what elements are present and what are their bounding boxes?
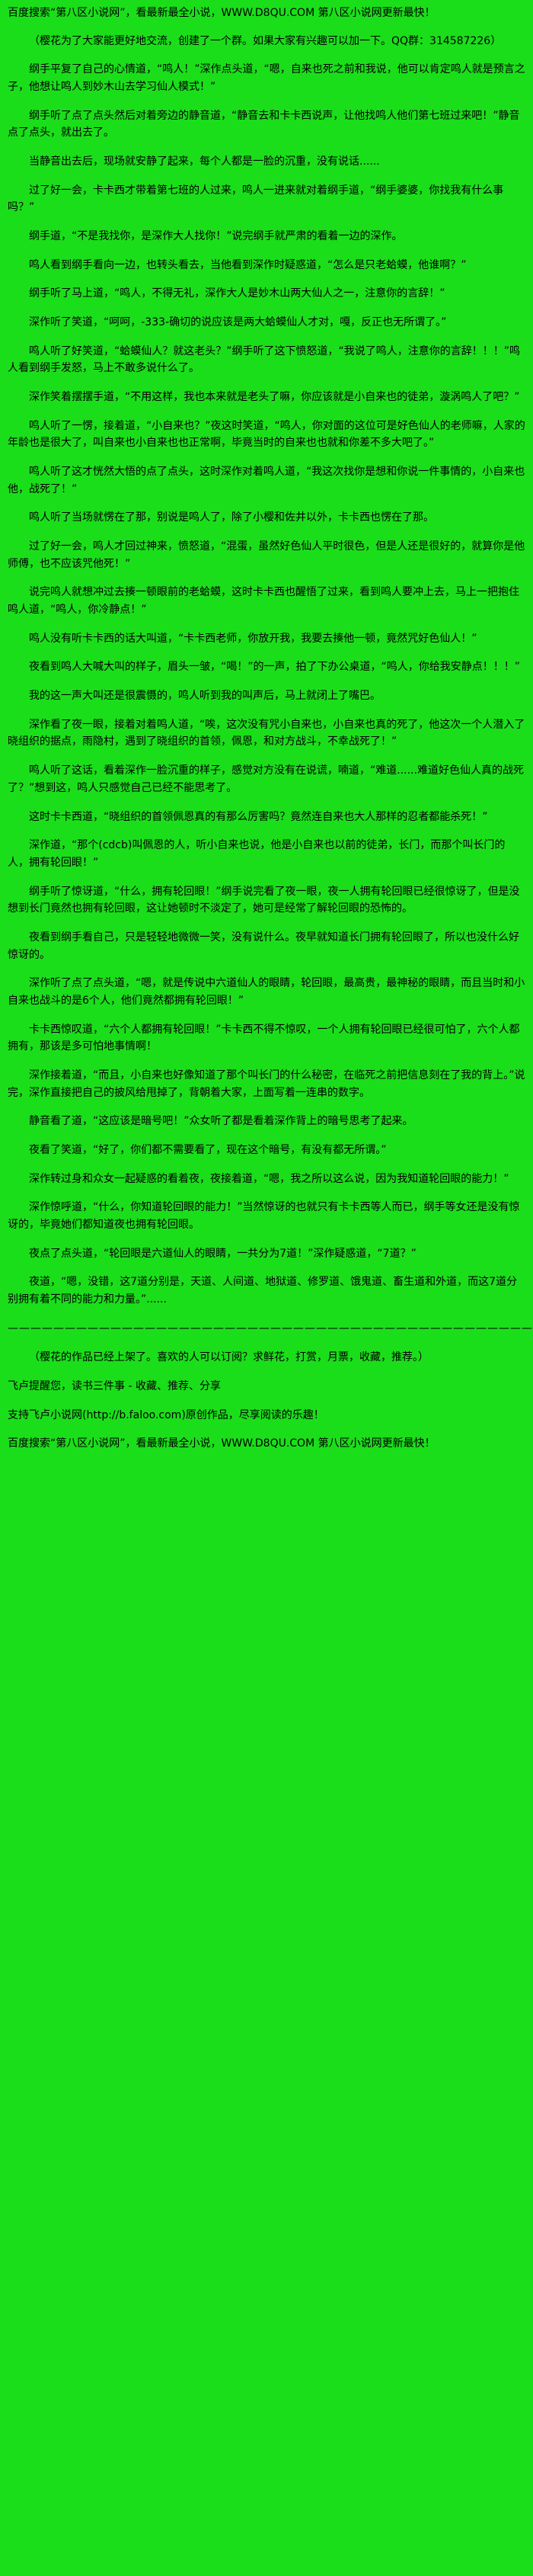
divider: ————————————————————————————————————————… bbox=[8, 1322, 533, 1334]
paragraph: 纲手听了惊讶道，“什么，拥有轮回眼！”纲手说完看了夜一眼，夜一人拥有轮回眼已经很… bbox=[8, 885, 520, 915]
paragraph: 这时卡卡西道，“晓组织的首领佩恩真的有那么厉害吗？竟然连自来也大人那样的忍者都能… bbox=[29, 810, 488, 823]
promo-note: （樱花的作品已经上架了。喜欢的人可以订阅？求鲜花，打赏，月票，收藏，推荐。） bbox=[29, 1351, 429, 1364]
paragraph: 纲手平复了自己的心情道，“鸣人！”深作点头道，“嗯，自来也死之前和我说，他可以肯… bbox=[8, 63, 525, 94]
paragraph: 深作接着道，“而且，小自来也好像知道了那个叫长门的什么秘密，在临死之前把信息刻在… bbox=[8, 1069, 525, 1099]
paragraph: 我的这一声大叫还是很震慑的，鸣人听到我的叫声后，马上就闭上了嘴巴。 bbox=[29, 690, 381, 703]
site-notice-bottom: 百度搜索“第八区小说网”，看最新最全小说，WWW.D8QU.COM 第八区小说网… bbox=[8, 1437, 436, 1450]
paragraph: 当静音出去后，现场就安静了起来，每个人都是一脸的沉重，没有说话...... bbox=[29, 155, 380, 168]
paragraph: 夜道，“嗯，没错，这7道分别是，天道、人间道、地狱道、修罗道、饿鬼道、畜生道和外… bbox=[8, 1276, 518, 1306]
paragraph: 深作看了夜一眼，接着对着鸣人道，“唉，这次没有咒小自来也，小自来也真的死了，他这… bbox=[8, 718, 525, 748]
paragraph: 鸣人没有听卡卡西的话大叫道，“卡卡西老师，你放开我，我要去揍他一顿，竟然咒好色仙… bbox=[29, 632, 477, 645]
paragraph: 深作道，“那个(cdcb)叫佩恩的人，听小自来也说，他是小自来也以前的徒弟，长门… bbox=[8, 839, 506, 869]
group-notice: （樱花为了大家能更好地交流，创建了一个群。如果大家有兴趣可以加一下。QQ群：31… bbox=[29, 34, 502, 47]
paragraph: 鸣人看到纲手看向一边，也转头看去，当他看到深作时疑惑道，“怎么是只老蛤蟆，他谁啊… bbox=[29, 258, 467, 271]
paragraph: 深作转过身和众女一起疑惑的看着夜，夜接着道，“嗯，我之所以这么说，因为我知道轮回… bbox=[29, 1172, 509, 1185]
paragraph: 过了好一会，鸣人才回过神来，愤怒道，“混蛋，虽然好色仙人平时很色，但是人还是很好… bbox=[8, 540, 525, 570]
paragraph: 说完鸣人就想冲过去揍一顿眼前的老蛤蟆，这时卡卡西也醒悟了过来，看到鸣人要冲上去，… bbox=[8, 586, 519, 617]
paragraph: 鸣人听了一愣，接着道，“小自来也？”夜这时笑道，“鸣人，你对面的这位可是好色仙人… bbox=[8, 419, 525, 450]
paragraph: 夜点了点头道，“轮回眼是六道仙人的眼睛，一共分为7道！”深作疑惑道，“7道？” bbox=[29, 1247, 417, 1260]
paragraph: 静音看了道，“这应该是暗号吧！”众女听了都是看着深作背上的暗号思考了起来。 bbox=[29, 1115, 413, 1128]
paragraph: 深作惊呼道，“什么，你知道轮回眼的能力！”当然惊讶的也就只有卡卡西等人而已，纲手… bbox=[8, 1201, 520, 1231]
paragraph: 纲手听了点了点头然后对着旁边的静音道，“静音去和卡卡西说声，让他找鸣人他们第七班… bbox=[8, 109, 520, 139]
paragraph: 纲手听了马上道，“鸣人，不得无礼，深作大人是妙木山两大仙人之一，注意你的言辞！” bbox=[29, 287, 445, 300]
paragraph: 卡卡西惊叹道，“六个人都拥有轮回眼！”卡卡西不得不惊叹，一个人拥有轮回眼已经很可… bbox=[8, 1023, 520, 1053]
paragraph: 鸣人听了好笑道，“蛤蟆仙人？就这老头？”纲手听了这下愤怒道，“我说了鸣人，注意你… bbox=[8, 344, 521, 375]
paragraph: 深作笑着摆摆手道，“不用这样，我也本来就是老头了嘛，你应该就是小自来也的徒弟，漩… bbox=[29, 391, 520, 404]
paragraph: 夜看到纲手看自己，只是轻轻地微微一笑，没有说什么。夜早就知道长门拥有轮回眼了，所… bbox=[8, 931, 519, 961]
paragraph: 夜看到鸣人大喊大叫的样子，眉头一皱，“喝！”的一声，拍了下办公桌道，“鸣人，你给… bbox=[29, 661, 521, 674]
paragraph: 鸣人听了这话，看着深作一脸沉重的样子，感觉对方没有在说谎，喃道，“难道.....… bbox=[8, 764, 524, 794]
paragraph: 鸣人听了这才恍然大悟的点了点头，这时深作对着鸣人道，“我这次找你是想和你说一件事… bbox=[8, 466, 525, 495]
novel-paragraphs: 纲手平复了自己的心情道，“鸣人！”深作点头道，“嗯，自来也死之前和我说，他可以肯… bbox=[8, 61, 525, 1308]
paragraph: 过了好一会，卡卡西才带着第七班的人过来，鸣人一进来就对着纲手道，“纲手婆婆，你找… bbox=[8, 184, 504, 214]
site-notice-top: 百度搜索“第八区小说网”，看最新最全小说，WWW.D8QU.COM 第八区小说网… bbox=[8, 7, 436, 19]
faloo-support: 支持飞卢小说网(http://b.faloo.com)原创作品，尽享阅读的乐趣！ bbox=[8, 1408, 324, 1421]
paragraph: 深作听了笑道，“呵呵，-333-确切的说应该是两大蛤蟆仙人才对，嘎，反正也无所谓… bbox=[29, 316, 447, 329]
paragraph: 鸣人听了当场就愣在了那，别说是鸣人了，除了小樱和佐井以外，卡卡西也愣在了那。 bbox=[29, 511, 434, 524]
paragraph: 夜看了笑道，“好了，你们都不需要看了，现在这个暗号，有没有都无所谓。” bbox=[29, 1143, 387, 1156]
paragraph: 纲手道，“不是我找你，是深作大人找你！”说完纲手就严肃的看着一边的深作。 bbox=[29, 230, 403, 243]
paragraph: 深作听了点了点头道，“嗯，就是传说中六道仙人的眼睛，轮回眼，最高贵，最神秘的眼睛… bbox=[8, 977, 525, 1007]
faloo-reminder: 飞卢提醒您，读书三件事 - 收藏、推荐、分享 bbox=[8, 1379, 221, 1392]
